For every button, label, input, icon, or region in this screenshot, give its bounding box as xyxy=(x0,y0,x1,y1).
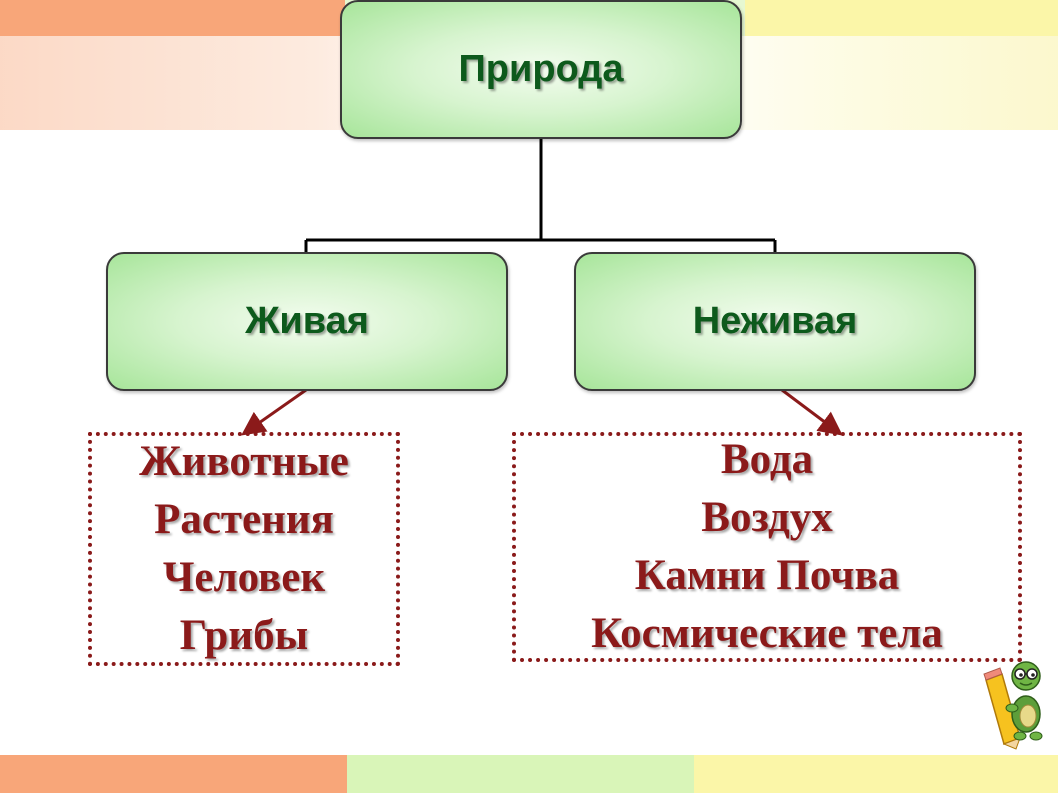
living-item: Грибы xyxy=(179,612,309,659)
turtle-with-pencil-icon xyxy=(983,661,1043,750)
nonliving-item: Космические тела xyxy=(591,610,943,657)
root-node: Природа xyxy=(340,0,742,139)
bottom-strip-yellow xyxy=(694,755,1058,793)
living-item: Растения xyxy=(154,496,334,543)
bottom-strip-green xyxy=(347,755,694,793)
nonliving-arrow xyxy=(781,388,843,436)
living-item: Человек xyxy=(162,554,326,601)
nonliving-item: Воздух xyxy=(701,494,833,541)
top-strip-orange xyxy=(0,0,345,36)
bottom-strip-orange xyxy=(0,755,347,793)
living-arrow xyxy=(241,388,307,436)
living-examples-box: Животные Растения Человек Грибы xyxy=(88,432,400,666)
nonliving-examples-box: Вода Воздух Камни Почва Космические тела xyxy=(512,432,1022,662)
living-item: Животные xyxy=(139,438,349,485)
root-node-label: Природа xyxy=(458,48,624,90)
nonliving-item: Вода xyxy=(720,436,814,483)
living-node: Живая xyxy=(106,252,508,391)
nonliving-node-label: Неживая xyxy=(692,300,858,342)
nonliving-node: Неживая xyxy=(574,252,976,391)
top-strip-yellow xyxy=(745,0,1058,36)
nonliving-item: Камни Почва xyxy=(634,552,900,599)
living-node-label: Живая xyxy=(245,300,369,342)
